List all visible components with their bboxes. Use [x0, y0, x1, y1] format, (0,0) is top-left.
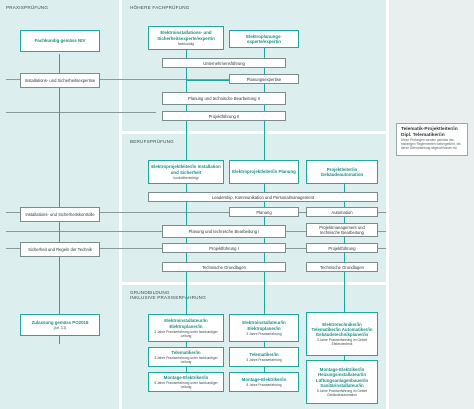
- connector-line: [6, 212, 386, 213]
- node-automation: Automation: [306, 207, 378, 217]
- path-line: [186, 42, 188, 382]
- node-fachkundig: Fachkundig gemäss NIV: [20, 30, 100, 52]
- node-subtitle: fachkundig: [178, 41, 194, 46]
- node-title: Elektrotechniker/in Telematiker/in Autom…: [311, 321, 373, 338]
- node-zulassung: Zulassung gemäss PO2018 (Art. 3.3): [20, 314, 100, 336]
- node-subtitle: 5 Jahre Praxiserfahrung im Gebiet Gebäud…: [316, 388, 368, 397]
- node-elektroplanungsexperte: Elektroplanungs-experte/expertin: [229, 30, 299, 48]
- node-projektmanagement-geb: Projektmanagement und technische Bearbei…: [306, 223, 378, 237]
- node-label: Planung und technische Bearbeitung II: [188, 96, 260, 101]
- connector-line: [6, 112, 156, 113]
- node-projektleiter-planung: Elektroprojektleiter/in Planung: [229, 160, 299, 184]
- node-title: Telematiker/in: [171, 349, 201, 355]
- node-technische-grundlagen: Technische Grundlagen: [162, 262, 286, 272]
- node-technische-grundlagen-geb: Technische Grundlagen: [306, 262, 378, 272]
- node-montage-elektriker: Montage-Elektriker/in 5 Jahre Praxiserfa…: [229, 372, 299, 392]
- node-subtitle: (Art. 3.3): [53, 326, 67, 331]
- node-inst-sich-expertise: Installations- und Sicherheitsexpertise: [20, 73, 100, 88]
- node-sicherheit-regeln: Sicherheit und Regeln der Technik: [20, 242, 100, 257]
- section-hoehere-fachpruefung: HÖHERE FACHPRÜFUNG: [130, 5, 190, 10]
- node-inst-sich-kontrolle: Installations- und Sicherheitskontrolle: [20, 207, 100, 222]
- node-subtitle: 5 Jahre Praxiserfahrung unter fachkundig…: [154, 381, 218, 390]
- node-subtitle: 3 Jahre Praxiserfahrung unter fachkundig…: [154, 356, 218, 365]
- side-note-text: Diese Prüfungen werden gemäss den bisher…: [401, 138, 461, 150]
- path-line: [59, 54, 61, 344]
- node-projektfuehrung: Projektführung: [306, 243, 378, 253]
- node-title: Elektroinstallations- und Sicherheitsexp…: [157, 30, 215, 41]
- node-title: Montage-Elektriker/in: [241, 376, 287, 382]
- node-label: Planung und technische Bearbeitung I: [188, 229, 260, 234]
- section-praxiserfahrung: INKLUSIVE PRAXISERFAHRUNG: [130, 295, 206, 300]
- section-berufspruefung: BERUFSPRÜFUNG: [130, 139, 174, 144]
- node-title: Fachkundig gemäss NIV: [34, 38, 86, 44]
- node-elektroinst-sicherheitsexperte: Elektroinstallations- und Sicherheitsexp…: [148, 26, 224, 50]
- node-title: Elektroplanungs-experte/expertin: [246, 33, 282, 44]
- node-projektfuehrung-i: Projektführung I: [162, 243, 286, 253]
- node-label: Technische Grundlagen: [202, 264, 246, 270]
- node-projektfuehrung-ii: Projektführung II: [162, 111, 286, 121]
- node-montage-gebaeudetechnik: Montage-Elektriker/in Heizungsinstallate…: [306, 360, 378, 404]
- side-note-telematik: Telematik-Projektleiter/in Dipl. Telemat…: [396, 123, 468, 156]
- node-title: Elektroprojektleiter/in Installation und…: [151, 164, 221, 175]
- node-title: Projektleiter/in Gebäudeautomation: [320, 166, 364, 177]
- node-projektleiter-gebaeudeautomation: Projektleiter/in Gebäudeautomation: [306, 160, 378, 184]
- node-planungsexpertise: Planungsexpertise: [229, 74, 299, 84]
- node-title: Elektroinstallateur/in Elektroplaner/in: [242, 320, 286, 331]
- node-label: Leadership, Kommunikation und Personalma…: [211, 194, 315, 200]
- node-label: Projektführung: [328, 245, 356, 251]
- node-elektroinstallateur-fachkundig: Elektroinstallateur/in Elektroplaner/in …: [148, 314, 224, 342]
- node-telematiker: Telematiker/in 3 Jahre Praxiserfahrung: [229, 347, 299, 367]
- path-line: [186, 80, 264, 82]
- node-title: Zulassung gemäss PO2018: [31, 319, 89, 325]
- node-subtitle: 5 Jahre Praxiserfahrung: [246, 383, 282, 388]
- node-planung: Planung: [229, 207, 299, 217]
- node-label: Installations- und Sicherheitskontrolle: [25, 212, 95, 217]
- node-planung-technische-ii: Planung und technische Bearbeitung II: [162, 92, 286, 105]
- side-note-title: Telematik-Projektleiter/in Dipl. Telemat…: [401, 127, 458, 138]
- node-subtitle: 3 Jahre Praxiserfahrung unter fachkundig…: [154, 329, 218, 338]
- side-panel: [389, 0, 474, 409]
- node-projektleiter-installation: Elektroprojektleiter/in Installation und…: [148, 160, 224, 184]
- node-planung-technische-i: Planung und technische Bearbeitung I: [162, 225, 286, 238]
- node-title: Telematiker/in: [249, 351, 279, 357]
- node-label: Planungsexpertise: [246, 76, 282, 82]
- section-grundbildung: GRUNDBILDUNG: [130, 290, 170, 295]
- node-label: Technische Grundlagen: [320, 264, 364, 270]
- node-montage-elektriker-fachkundig: Montage-Elektriker/in 5 Jahre Praxiserfa…: [148, 372, 224, 392]
- node-label: Planung: [256, 209, 272, 215]
- node-label: Projektführung II: [208, 113, 240, 119]
- node-subtitle: kontrollberechtigt: [173, 175, 199, 180]
- node-subtitle: 3 Jahre Praxiserfahrung im Gebiet Elektr…: [316, 338, 368, 347]
- node-telematiker-fachkundig: Telematiker/in 3 Jahre Praxiserfahrung u…: [148, 347, 224, 367]
- node-elektrotechniker: Elektrotechniker/in Telematiker/in Autom…: [306, 312, 378, 356]
- path-line: [344, 180, 346, 390]
- node-label: Automation: [331, 209, 353, 215]
- node-title: Montage-Elektriker/in: [163, 374, 209, 380]
- node-label: Projektführung I: [209, 245, 239, 251]
- node-label: Unternehmensführung: [203, 60, 245, 66]
- node-label: Projektmanagement und technische Bearbei…: [319, 225, 365, 235]
- connector-line: [6, 79, 246, 80]
- node-elektroinstallateur: Elektroinstallateur/in Elektroplaner/in …: [229, 314, 299, 342]
- section-praxispruefung: PRAXISPRÜFUNG: [6, 5, 49, 10]
- node-subtitle: 3 Jahre Praxiserfahrung: [246, 358, 282, 363]
- node-leadership: Leadership, Kommunikation und Personalma…: [148, 192, 378, 202]
- node-title: Elektroinstallateur/in Elektroplaner/in: [164, 318, 208, 329]
- node-unternehmensfuehrung: Unternehmensführung: [162, 58, 286, 68]
- node-label: Installations- und Sicherheitsexpertise: [24, 78, 96, 83]
- node-title: Montage-Elektriker/in Heizungsinstallate…: [315, 367, 369, 388]
- node-title: Elektroprojektleiter/in Planung: [232, 169, 296, 175]
- node-subtitle: 3 Jahre Praxiserfahrung: [246, 331, 282, 336]
- node-label: Sicherheit und Regeln der Technik: [28, 247, 92, 252]
